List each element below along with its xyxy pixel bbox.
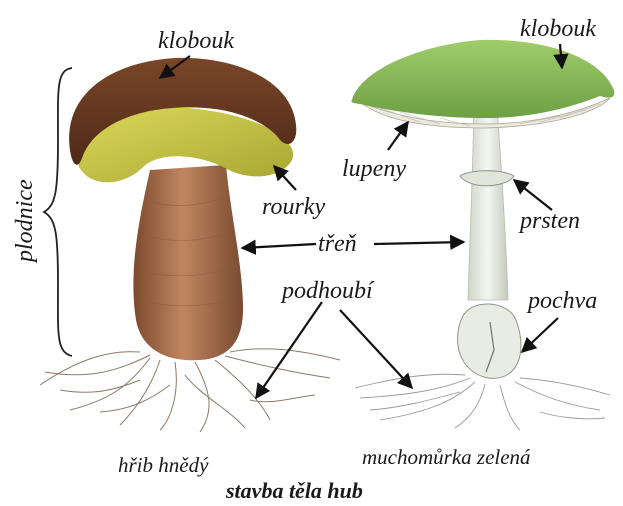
label-lupeny: lupeny — [342, 156, 406, 182]
label-podhoubi: podhoubí — [280, 278, 375, 304]
boletus-stem — [133, 165, 243, 360]
amanita-volva — [458, 304, 521, 378]
label-klobouk-left: klobouk — [158, 28, 234, 54]
label-plodnice: plodnice — [12, 179, 38, 264]
arrow-podhoubi-right — [340, 310, 412, 388]
arrow-prsten — [514, 180, 552, 210]
arrow-lupeny — [388, 122, 408, 150]
label-prsten: prsten — [518, 208, 580, 234]
boletus-mycelium — [40, 349, 340, 432]
amanita-mycelium — [355, 374, 610, 430]
label-klobouk-right: klobouk — [520, 16, 596, 42]
caption-boletus: hřib hnědý — [118, 453, 209, 477]
amanita-stem — [468, 90, 508, 300]
arrow-rourky — [274, 166, 296, 190]
arrow-pochva — [522, 318, 558, 352]
diagram-title: stavba těla hub — [225, 478, 363, 503]
label-rourky: rourky — [262, 194, 325, 220]
amanita-cap — [351, 40, 614, 118]
arrow-podhoubi-left — [256, 302, 322, 398]
amanita-illustration — [351, 40, 614, 430]
amanita-ring — [460, 171, 514, 186]
arrow-tren-right — [374, 242, 464, 244]
label-tren: třeň — [318, 231, 357, 257]
plodnice-brace — [44, 68, 72, 356]
label-pochva: pochva — [526, 288, 597, 314]
caption-amanita: muchomůrka zelená — [362, 445, 531, 469]
arrow-tren-left — [242, 244, 316, 248]
